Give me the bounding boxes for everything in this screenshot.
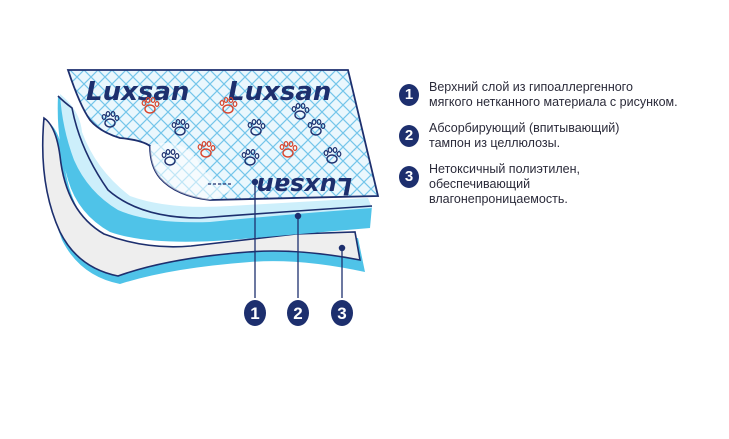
callout-badge-1: 1 bbox=[244, 300, 266, 326]
callout-lines bbox=[251, 178, 346, 298]
brand-logo-top-right: Luxsan bbox=[228, 77, 331, 107]
legend: 1 Верхний слой из гипоаллергенного мягко… bbox=[399, 80, 719, 218]
legend-number-badge: 3 bbox=[399, 166, 419, 188]
brand-logo-top-left: Luxsan bbox=[86, 77, 189, 107]
callout-number: 2 bbox=[293, 304, 302, 323]
layer-1-top-sheet: Luxsan Luxsan Luxsan bbox=[66, 69, 380, 201]
brand-logo-mirrored: Luxsan bbox=[257, 172, 352, 200]
legend-item-2: 2 Абсорбирующий (впитывающий) тампон из … bbox=[399, 121, 719, 151]
legend-number-badge: 2 bbox=[399, 125, 419, 147]
callout-number: 3 bbox=[337, 304, 346, 323]
legend-item-3: 3 Нетоксичный полиэтилен, обеспечивающий… bbox=[399, 162, 719, 207]
callout-badge-2: 2 bbox=[287, 300, 309, 326]
legend-description: Нетоксичный полиэтилен, обеспечивающий в… bbox=[429, 162, 580, 206]
callout-badge-3: 3 bbox=[331, 300, 353, 326]
callout-number: 1 bbox=[250, 304, 259, 323]
legend-description: Абсорбирующий (впитывающий) тампон из це… bbox=[429, 121, 620, 150]
legend-item-1: 1 Верхний слой из гипоаллергенного мягко… bbox=[399, 80, 719, 110]
layer-3-polyethylene bbox=[41, 116, 365, 284]
legend-description: Верхний слой из гипоаллергенного мягкого… bbox=[429, 80, 678, 109]
legend-number-badge: 1 bbox=[399, 84, 419, 106]
layer-2-absorbent bbox=[57, 94, 373, 242]
